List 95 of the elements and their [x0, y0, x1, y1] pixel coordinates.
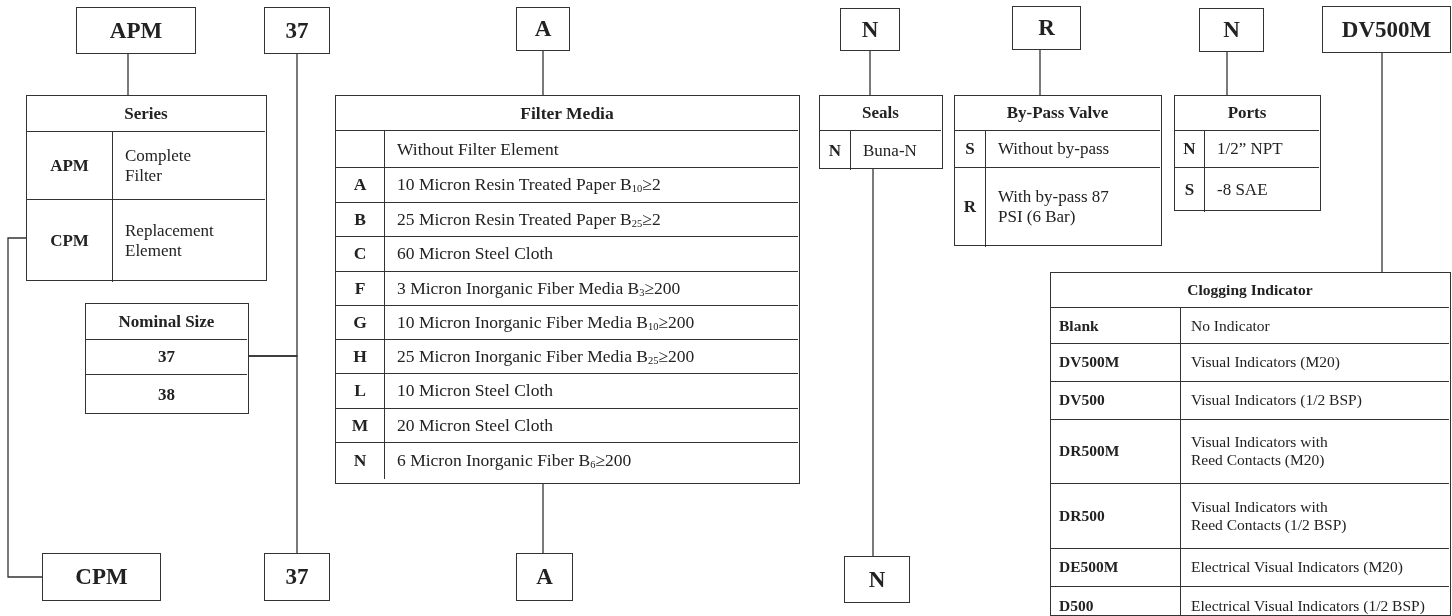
option-table — [1174, 95, 1321, 211]
code-box — [264, 7, 330, 54]
option-description: 10 Micron Inorganic Fiber Media B$_{10}$≥200 — [397, 311, 695, 333]
option-description: Visual Indicators (1/2 BSP) — [1191, 391, 1362, 409]
option-description: 10 Micron Resin Treated Paper B$_{10}$≥2 — [397, 174, 661, 195]
size-value: 38 — [158, 384, 175, 405]
code-box — [1012, 6, 1081, 50]
option-code: DR500 — [1059, 506, 1105, 525]
option-description: 3 Micron Inorganic Fiber Media B$_{3}$≥200 — [397, 277, 681, 299]
option-table — [85, 303, 249, 414]
connector-line — [1039, 49, 1041, 96]
code-text: A — [536, 564, 553, 590]
connector-line — [872, 168, 874, 557]
option-code: CPM — [50, 230, 89, 251]
option-code: B — [354, 208, 366, 230]
option-code: S — [965, 139, 975, 159]
option-description: Without by-pass — [998, 139, 1110, 159]
code-box — [1322, 6, 1451, 53]
option-code: Blank — [1059, 316, 1099, 335]
code-text: DV500M — [1341, 16, 1432, 43]
option-code: N — [828, 140, 842, 161]
code-text: N — [868, 566, 886, 593]
option-code: A — [353, 174, 367, 195]
table-heading: Seals — [820, 96, 941, 131]
code-box — [264, 553, 330, 601]
connector-line — [127, 53, 129, 96]
option-code: D500 — [1059, 597, 1094, 615]
connector-line — [1381, 52, 1383, 273]
code-text: N — [861, 16, 879, 43]
option-description: Visual Indicators (M20) — [1191, 353, 1340, 371]
option-table — [954, 95, 1162, 246]
code-text: APM — [109, 17, 163, 44]
code-box — [1199, 8, 1264, 52]
option-code: H — [353, 345, 367, 367]
option-code: S — [1184, 179, 1195, 200]
option-description: 6 Micron Inorganic Fiber B$_{6}$≥200 — [397, 450, 632, 471]
option-description: 1/2” NPT — [1217, 139, 1283, 159]
code-box — [76, 7, 196, 54]
code-box — [516, 553, 573, 601]
option-description: 10 Micron Steel Cloth — [397, 380, 554, 401]
connector-line — [7, 237, 43, 578]
code-text: 37 — [285, 564, 309, 590]
option-description: Buna-N — [863, 140, 917, 161]
option-code: N — [1183, 139, 1196, 159]
option-code: DV500 — [1059, 391, 1105, 409]
table-heading: Filter Media — [336, 96, 798, 131]
code-box — [42, 553, 161, 601]
size-value: 37 — [158, 347, 175, 367]
option-code: N — [353, 450, 367, 471]
code-text: R — [1038, 15, 1055, 41]
connector-line — [542, 483, 544, 554]
option-code: DR500M — [1059, 442, 1120, 460]
option-description: 60 Micron Steel Cloth — [397, 243, 554, 264]
option-description: Complete Filter — [125, 145, 193, 186]
table-heading: Nominal Size — [86, 304, 247, 340]
option-description: Electrical Visual Indicators (M20) — [1191, 558, 1403, 576]
table-heading: Series — [27, 96, 265, 132]
option-code: F — [354, 277, 366, 299]
code-text: A — [534, 16, 552, 42]
connector-line — [248, 355, 298, 554]
code-box — [840, 8, 900, 51]
code-text: CPM — [75, 564, 128, 590]
option-description: Replacement Element — [125, 220, 215, 261]
option-description: 25 Micron Inorganic Fiber Media B$_{25}$≥200 — [397, 345, 695, 367]
option-code: DV500M — [1059, 353, 1120, 371]
code-box — [844, 556, 910, 603]
option-description: -8 SAE — [1217, 179, 1268, 200]
table-heading: By-Pass Valve — [955, 96, 1160, 131]
table-heading: Ports — [1175, 96, 1319, 131]
option-code: APM — [50, 155, 89, 176]
option-code: R — [963, 197, 977, 217]
option-description: 25 Micron Resin Treated Paper B$_{25}$≥2 — [397, 208, 661, 230]
code-text: N — [1223, 17, 1240, 43]
option-code: M — [351, 414, 369, 436]
option-table — [819, 95, 943, 169]
option-code: DE500M — [1059, 558, 1119, 576]
option-code: G — [353, 311, 367, 333]
table-heading: Clogging Indicator — [1051, 273, 1449, 308]
option-description: No Indicator — [1191, 316, 1270, 335]
connector-line — [542, 50, 544, 96]
option-description: 20 Micron Steel Cloth — [397, 414, 554, 436]
option-description: Electrical Visual Indicators (1/2 BSP) — [1191, 597, 1425, 615]
connector-line — [1226, 51, 1228, 96]
option-table — [26, 95, 267, 281]
option-description: Visual Indicators with Reed Contacts (1/2 BSP) — [1191, 497, 1348, 534]
code-box — [516, 7, 570, 51]
code-text: 37 — [285, 17, 309, 44]
connector-line — [869, 50, 871, 96]
option-code: L — [354, 380, 366, 401]
option-table — [335, 95, 800, 484]
option-description: With by-pass 87 PSI (6 Bar) — [998, 187, 1110, 227]
option-description: Without Filter Element — [397, 138, 559, 160]
option-table — [1050, 272, 1451, 616]
option-code: C — [353, 243, 367, 264]
option-description: Visual Indicators with Reed Contacts (M20) — [1191, 433, 1329, 469]
